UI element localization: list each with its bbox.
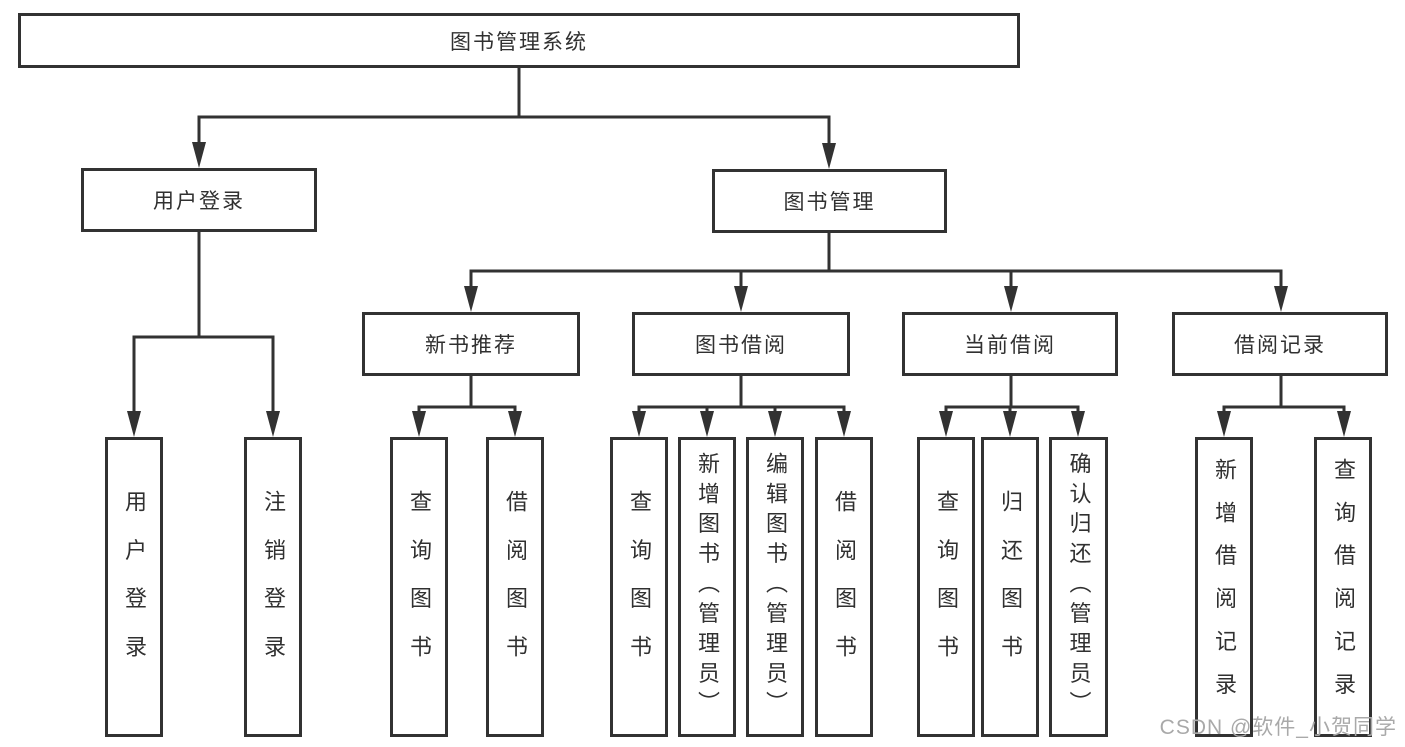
leaf-logout: 注销登录: [244, 437, 302, 737]
leaf-borrow-edit-books-admin-label: 编辑图书（管理员）: [763, 452, 788, 722]
leaf-user-login-label: 用户登录: [122, 490, 147, 684]
csdn-watermark: CSDN @软件_小贺同学: [1159, 716, 1397, 739]
leaf-recommend-query-books: 查询图书: [390, 437, 448, 737]
leaf-borrow-add-books-admin-label: 新增图书（管理员）: [695, 452, 720, 722]
leaf-current-return-books-label: 归还图书: [998, 490, 1023, 684]
leaf-records-add-borrow-record: 新增借阅记录: [1195, 437, 1253, 737]
leaf-recommend-borrow-books: 借阅图书: [486, 437, 544, 737]
leaf-current-return-books: 归还图书: [981, 437, 1039, 737]
node-book-borrowing: 图书借阅: [632, 312, 850, 376]
arrowheads: [127, 142, 1351, 437]
leaf-current-confirm-return-admin-label: 确认归还（管理员）: [1066, 452, 1092, 722]
leaf-records-query-borrow-record: 查询借阅记录: [1314, 437, 1372, 737]
leaf-borrow-query-books: 查询图书: [610, 437, 668, 737]
leaf-borrow-add-books-admin: 新增图书（管理员）: [678, 437, 736, 737]
node-library-management-system: 图书管理系统: [18, 13, 1020, 68]
leaf-recommend-query-books-label: 查询图书: [407, 490, 432, 684]
leaf-user-login: 用户登录: [105, 437, 163, 737]
leaf-borrow-edit-books-admin: 编辑图书（管理员）: [746, 437, 804, 737]
leaf-logout-label: 注销登录: [261, 490, 286, 684]
leaf-records-add-borrow-record-label: 新增借阅记录: [1212, 458, 1237, 716]
leaf-records-query-borrow-record-label: 查询借阅记录: [1331, 458, 1356, 716]
leaf-borrow-borrow-books-label: 借阅图书: [832, 490, 857, 684]
leaf-current-confirm-return-admin: 确认归还（管理员）: [1049, 437, 1108, 737]
leaf-borrow-borrow-books: 借阅图书: [815, 437, 873, 737]
node-new-book-recommendation: 新书推荐: [362, 312, 580, 376]
leaf-current-query-books: 查询图书: [917, 437, 975, 737]
leaf-borrow-query-books-label: 查询图书: [627, 490, 652, 684]
node-user-login: 用户登录: [81, 168, 317, 232]
leaf-current-query-books-label: 查询图书: [934, 490, 959, 684]
leaf-recommend-borrow-books-label: 借阅图书: [503, 490, 528, 684]
node-borrowing-records: 借阅记录: [1172, 312, 1388, 376]
node-book-management: 图书管理: [712, 169, 947, 233]
node-current-borrowing: 当前借阅: [902, 312, 1118, 376]
